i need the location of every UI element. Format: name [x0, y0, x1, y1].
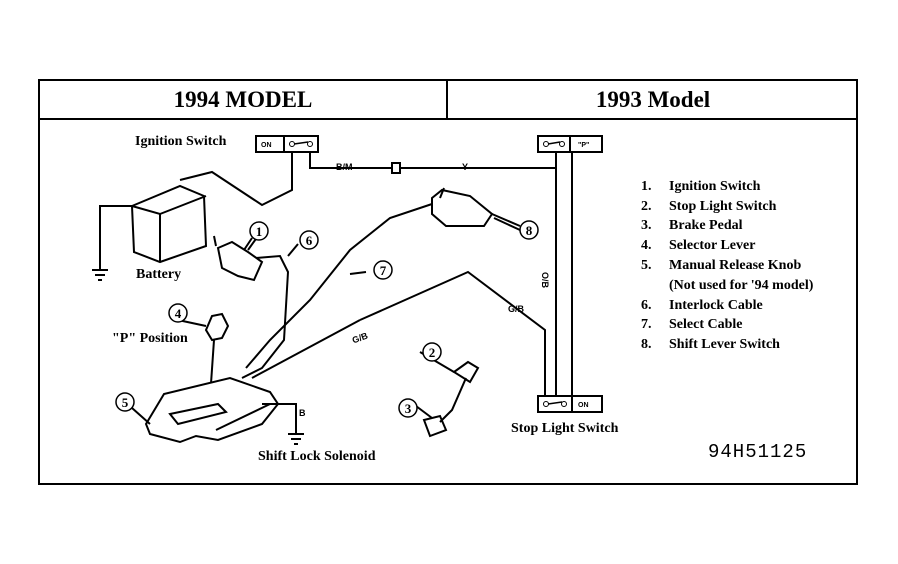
ignition-key-assembly — [216, 240, 264, 282]
legend-item: 2.Stop Light Switch — [641, 198, 777, 214]
callouts: 1 2 3 4 5 6 7 8 — [115, 220, 539, 418]
solenoid-ground-wire — [262, 403, 297, 434]
callout-5: 5 — [115, 392, 135, 412]
ignition-switch-label: Ignition Switch — [135, 134, 227, 149]
svg-text:2: 2 — [429, 345, 436, 360]
legend-item: 5.Manual Release Knob — [641, 258, 802, 274]
battery-body — [130, 184, 208, 264]
interlock-cable — [241, 254, 290, 379]
svg-text:1: 1 — [256, 224, 263, 239]
battery-ground-wire — [99, 205, 134, 270]
gb-wire-left — [251, 319, 361, 379]
wire-code-bm: B/M — [336, 162, 353, 172]
svg-text:7: 7 — [380, 263, 387, 278]
ignition-switch-on-label: ON — [261, 142, 272, 149]
callout-3: 3 — [398, 398, 418, 418]
callout-2: 2 — [422, 342, 442, 362]
header-1993-model: 1993 Model — [595, 86, 711, 112]
callout-6: 6 — [299, 230, 319, 250]
p-position-label: "P" Position — [112, 331, 188, 346]
diagram-frame: 1994 MODEL 1993 Model — [38, 79, 858, 485]
legend-item: 8.Shift Lever Switch — [641, 337, 780, 353]
figure-code: 94H51125 — [708, 441, 808, 463]
legend-item: 6.Interlock Cable — [641, 297, 763, 313]
select-cable — [245, 203, 433, 369]
wire-code-gb-right: G/B — [508, 304, 525, 314]
legend-item: 7.Select Cable — [641, 317, 743, 333]
legend-item: 4.Selector Lever — [641, 238, 756, 254]
header-divider — [40, 118, 856, 120]
gb-wire-right — [359, 270, 546, 396]
shifter-base — [144, 376, 280, 444]
shift-lever-switch — [431, 188, 494, 227]
callout-1: 1 — [249, 221, 269, 241]
header-1994-model: 1994 MODEL — [40, 81, 448, 118]
legend-item: (Not used for '94 model) — [669, 277, 814, 293]
bm-wire — [309, 152, 392, 169]
svg-text:4: 4 — [175, 306, 182, 321]
battery-label: Battery — [136, 267, 182, 282]
legend-item: 1.Ignition Switch — [641, 178, 761, 194]
svg-text:6: 6 — [306, 233, 313, 248]
callout-8: 8 — [519, 220, 539, 240]
shift-lock-solenoid-label: Shift Lock Solenoid — [258, 449, 376, 464]
switch-glyphs: ON "P" ON — [261, 141, 589, 409]
callout-7: 7 — [373, 260, 393, 280]
ignition-switch-connector — [255, 135, 319, 153]
ignition-battery-wire — [179, 152, 293, 207]
wire-code-b: B — [299, 408, 306, 418]
wire-code-y: Y — [462, 162, 469, 172]
svg-text:3: 3 — [405, 401, 412, 416]
p-switch-label: "P" — [578, 142, 589, 149]
legend: 1.Ignition Switch 2.Stop Light Switch 3.… — [641, 177, 813, 355]
wire-code-ob: O/B — [540, 272, 550, 289]
stop-light-on-label: ON — [578, 402, 589, 409]
stop-light-switch-label: Stop Light Switch — [511, 421, 619, 436]
callout-4: 4 — [168, 303, 188, 323]
svg-text:5: 5 — [122, 395, 129, 410]
brake-pedal — [422, 377, 467, 438]
svg-text:8: 8 — [526, 223, 533, 238]
legend-item: 3.Brake Pedal — [641, 218, 743, 234]
stop-light-connector — [537, 395, 603, 413]
inline-connector — [391, 162, 401, 174]
